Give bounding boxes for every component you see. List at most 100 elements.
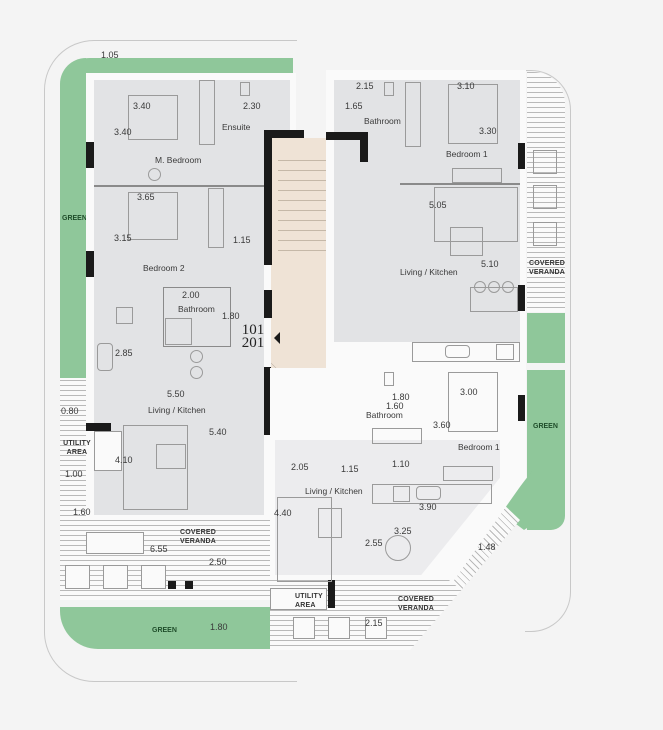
room-label-bathroom-left: Bathroom [178, 304, 215, 314]
room-label-bedroom-2: Bedroom 2 [143, 263, 185, 273]
dim-2-85: 2.85 [115, 348, 133, 358]
dim-1-80a: 1.80 [222, 311, 240, 321]
coffee-table [450, 227, 483, 256]
wall-segment [86, 142, 94, 168]
bed-bedroom-1-bottom [448, 372, 498, 432]
coffee-table [318, 508, 342, 538]
utility-area-left [94, 431, 122, 471]
veranda-chair [293, 617, 315, 639]
unit-101-floor [94, 80, 264, 515]
veranda-sofa [86, 532, 144, 554]
dim-3-90: 3.90 [419, 502, 437, 512]
shower-tray [165, 318, 192, 345]
veranda-chair [533, 185, 557, 209]
wardrobe [372, 428, 422, 444]
sink [416, 486, 441, 500]
column [185, 581, 193, 589]
dim-3-15: 3.15 [114, 233, 132, 243]
veranda-label-left: COVERED VERANDA [179, 529, 217, 545]
dim-1-60a: 1.60 [73, 507, 91, 517]
dim-3-25: 3.25 [394, 526, 412, 536]
bed-master [128, 95, 178, 140]
green-label-right: GREEN [533, 423, 558, 430]
bar-stool [488, 281, 500, 293]
wardrobe [208, 188, 224, 248]
dim-3-60: 3.60 [433, 420, 451, 430]
room-label-bathroom-bottom-right: Bathroom [366, 410, 403, 420]
room-label-bedroom-1-top: Bedroom 1 [446, 149, 488, 159]
dim-1-60b: 1.60 [386, 401, 404, 411]
dim-6-55: 6.55 [150, 544, 168, 554]
dim-3-40b: 3.40 [114, 127, 132, 137]
green-area-left-vertical [60, 58, 86, 378]
dim-1-15a: 1.15 [233, 235, 251, 245]
dim-1-48: 1.48 [478, 542, 496, 552]
dim-1-00: 1.00 [65, 469, 83, 479]
dim-4-40: 4.40 [274, 508, 292, 518]
room-label-ensuite: Ensuite [222, 122, 251, 132]
ensuite-floor [220, 80, 290, 130]
sofa [277, 497, 332, 582]
dim-3-40a: 3.40 [133, 101, 151, 111]
entrance-arrow-left-icon [274, 332, 280, 344]
dim-3-65: 3.65 [137, 192, 155, 202]
wall-segment [518, 395, 525, 421]
wardrobe [199, 80, 215, 145]
toilet [384, 372, 394, 386]
site-outline [44, 40, 297, 682]
veranda-chair [328, 617, 350, 639]
bar-stool [190, 350, 203, 363]
chair [148, 168, 161, 181]
room-label-m-bedroom: M. Bedroom [155, 155, 202, 165]
green-label-left: GREEN [62, 215, 87, 222]
veranda-chair [365, 617, 387, 639]
utility-area-bottom-right [270, 588, 327, 610]
veranda-chair [103, 565, 128, 589]
dim-1-05: 1.05 [101, 50, 119, 60]
room-divider [400, 183, 520, 185]
utility-label-left: UTILITY AREA [63, 440, 91, 456]
kitchen-counter [372, 484, 492, 504]
room-label-living-bottom-right: Living / Kitchen [305, 486, 363, 496]
wall-segment [518, 143, 525, 169]
bed-bedroom-2 [128, 192, 178, 240]
bar-stool [502, 281, 514, 293]
dim-2-30: 2.30 [243, 101, 261, 111]
veranda-chair [533, 222, 557, 246]
dim-5-05: 5.05 [429, 200, 447, 210]
dim-5-40: 5.40 [209, 427, 227, 437]
room-divider [94, 185, 264, 187]
dim-1-65: 1.65 [345, 101, 363, 111]
dim-1-80b: 1.80 [210, 622, 228, 632]
bed-bedroom-1-top [448, 84, 498, 144]
green-label-bottom: GREEN [152, 627, 177, 634]
stove [116, 307, 133, 324]
wall-segment [264, 290, 272, 318]
room-label-bedroom-1-bottom: Bedroom 1 [458, 442, 500, 452]
desk [452, 168, 502, 183]
veranda-chair [141, 565, 166, 589]
dim-2-00: 2.00 [182, 290, 200, 300]
wall-segment [86, 423, 111, 431]
desk [443, 466, 493, 481]
wall-segment [326, 132, 366, 140]
dim-4-10: 4.10 [115, 455, 133, 465]
veranda-chair [65, 565, 90, 589]
wall-segment [86, 251, 94, 277]
stove [393, 486, 410, 502]
room-label-bathroom-top-right: Bathroom [364, 116, 401, 126]
wall-segment [264, 130, 272, 265]
wall-segment [360, 132, 368, 162]
toilet [384, 82, 394, 96]
dim-1-10: 1.10 [392, 459, 410, 469]
dim-5-50: 5.50 [167, 389, 185, 399]
unit-102-floor [334, 80, 520, 342]
wall-segment [328, 580, 335, 608]
veranda-label-right-top: COVERED VERANDA [529, 260, 566, 276]
sink [445, 345, 470, 358]
room-label-living-top-right: Living / Kitchen [400, 267, 458, 277]
bathroom-outline [163, 287, 231, 347]
dim-3-10: 3.10 [457, 81, 475, 91]
dining-table [385, 535, 411, 561]
dim-2-15a: 2.15 [356, 81, 374, 91]
